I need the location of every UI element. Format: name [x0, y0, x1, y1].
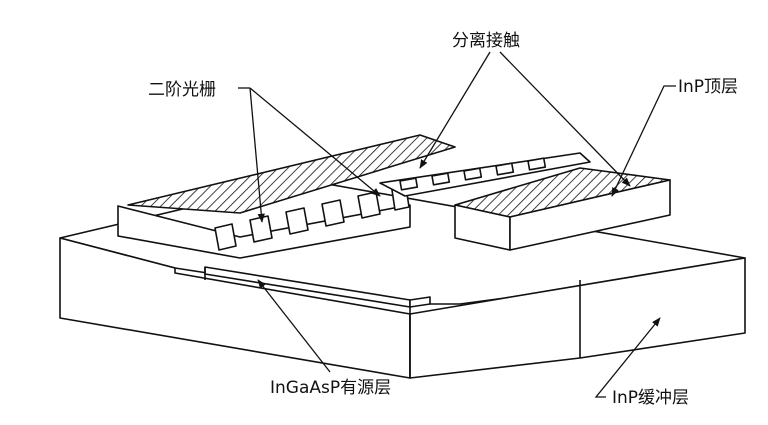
label-active-layer: InGaAsP有源层 [270, 378, 391, 398]
leader-lines [238, 51, 676, 398]
active-layer-strip [204, 266, 431, 308]
left-ridge [117, 134, 591, 259]
label-inp-top: InP顶层 [678, 77, 738, 97]
label-buffer: InP缓冲层 [612, 388, 689, 408]
grating-windows [399, 157, 547, 191]
label-separated-contacts: 分离接触 [452, 31, 520, 51]
label-grating: 二阶光栅 [148, 80, 216, 100]
grating-teeth [214, 186, 410, 251]
